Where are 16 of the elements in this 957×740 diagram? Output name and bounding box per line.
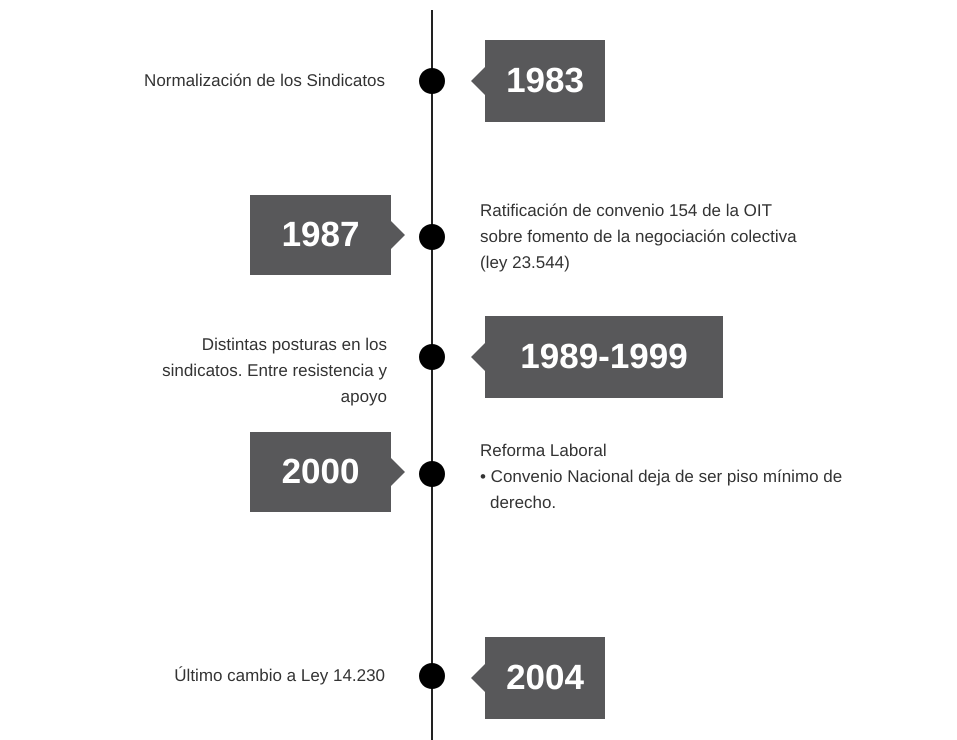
- event-description: Normalización de los Sindicatos: [144, 70, 385, 92]
- year-label: 1987: [280, 214, 360, 256]
- year-tag: [471, 316, 723, 398]
- event-description: Reforma Laboral: [480, 440, 608, 462]
- event-description: Ratificación de convenio 154 de la OIT sobre fomento de la negociación colectiva (ley 23.544): [480, 200, 798, 274]
- year-tag: [471, 637, 605, 719]
- event-description: Distintas posturas en los sindicatos. Entre resistencia y apoyo: [161, 334, 387, 408]
- year-label: 1983: [505, 60, 585, 102]
- year-label: 1989-1999: [519, 336, 689, 378]
- event-description: • Convenio Nacional deja de ser piso mínimo de derecho.: [480, 466, 844, 514]
- year-tag: [250, 195, 405, 275]
- year-tag: [471, 40, 605, 122]
- year-label: 2004: [505, 657, 585, 699]
- year-label: 2000: [280, 451, 360, 493]
- year-tag: [250, 432, 405, 512]
- event-description: Último cambio a Ley 14.230: [174, 665, 385, 687]
